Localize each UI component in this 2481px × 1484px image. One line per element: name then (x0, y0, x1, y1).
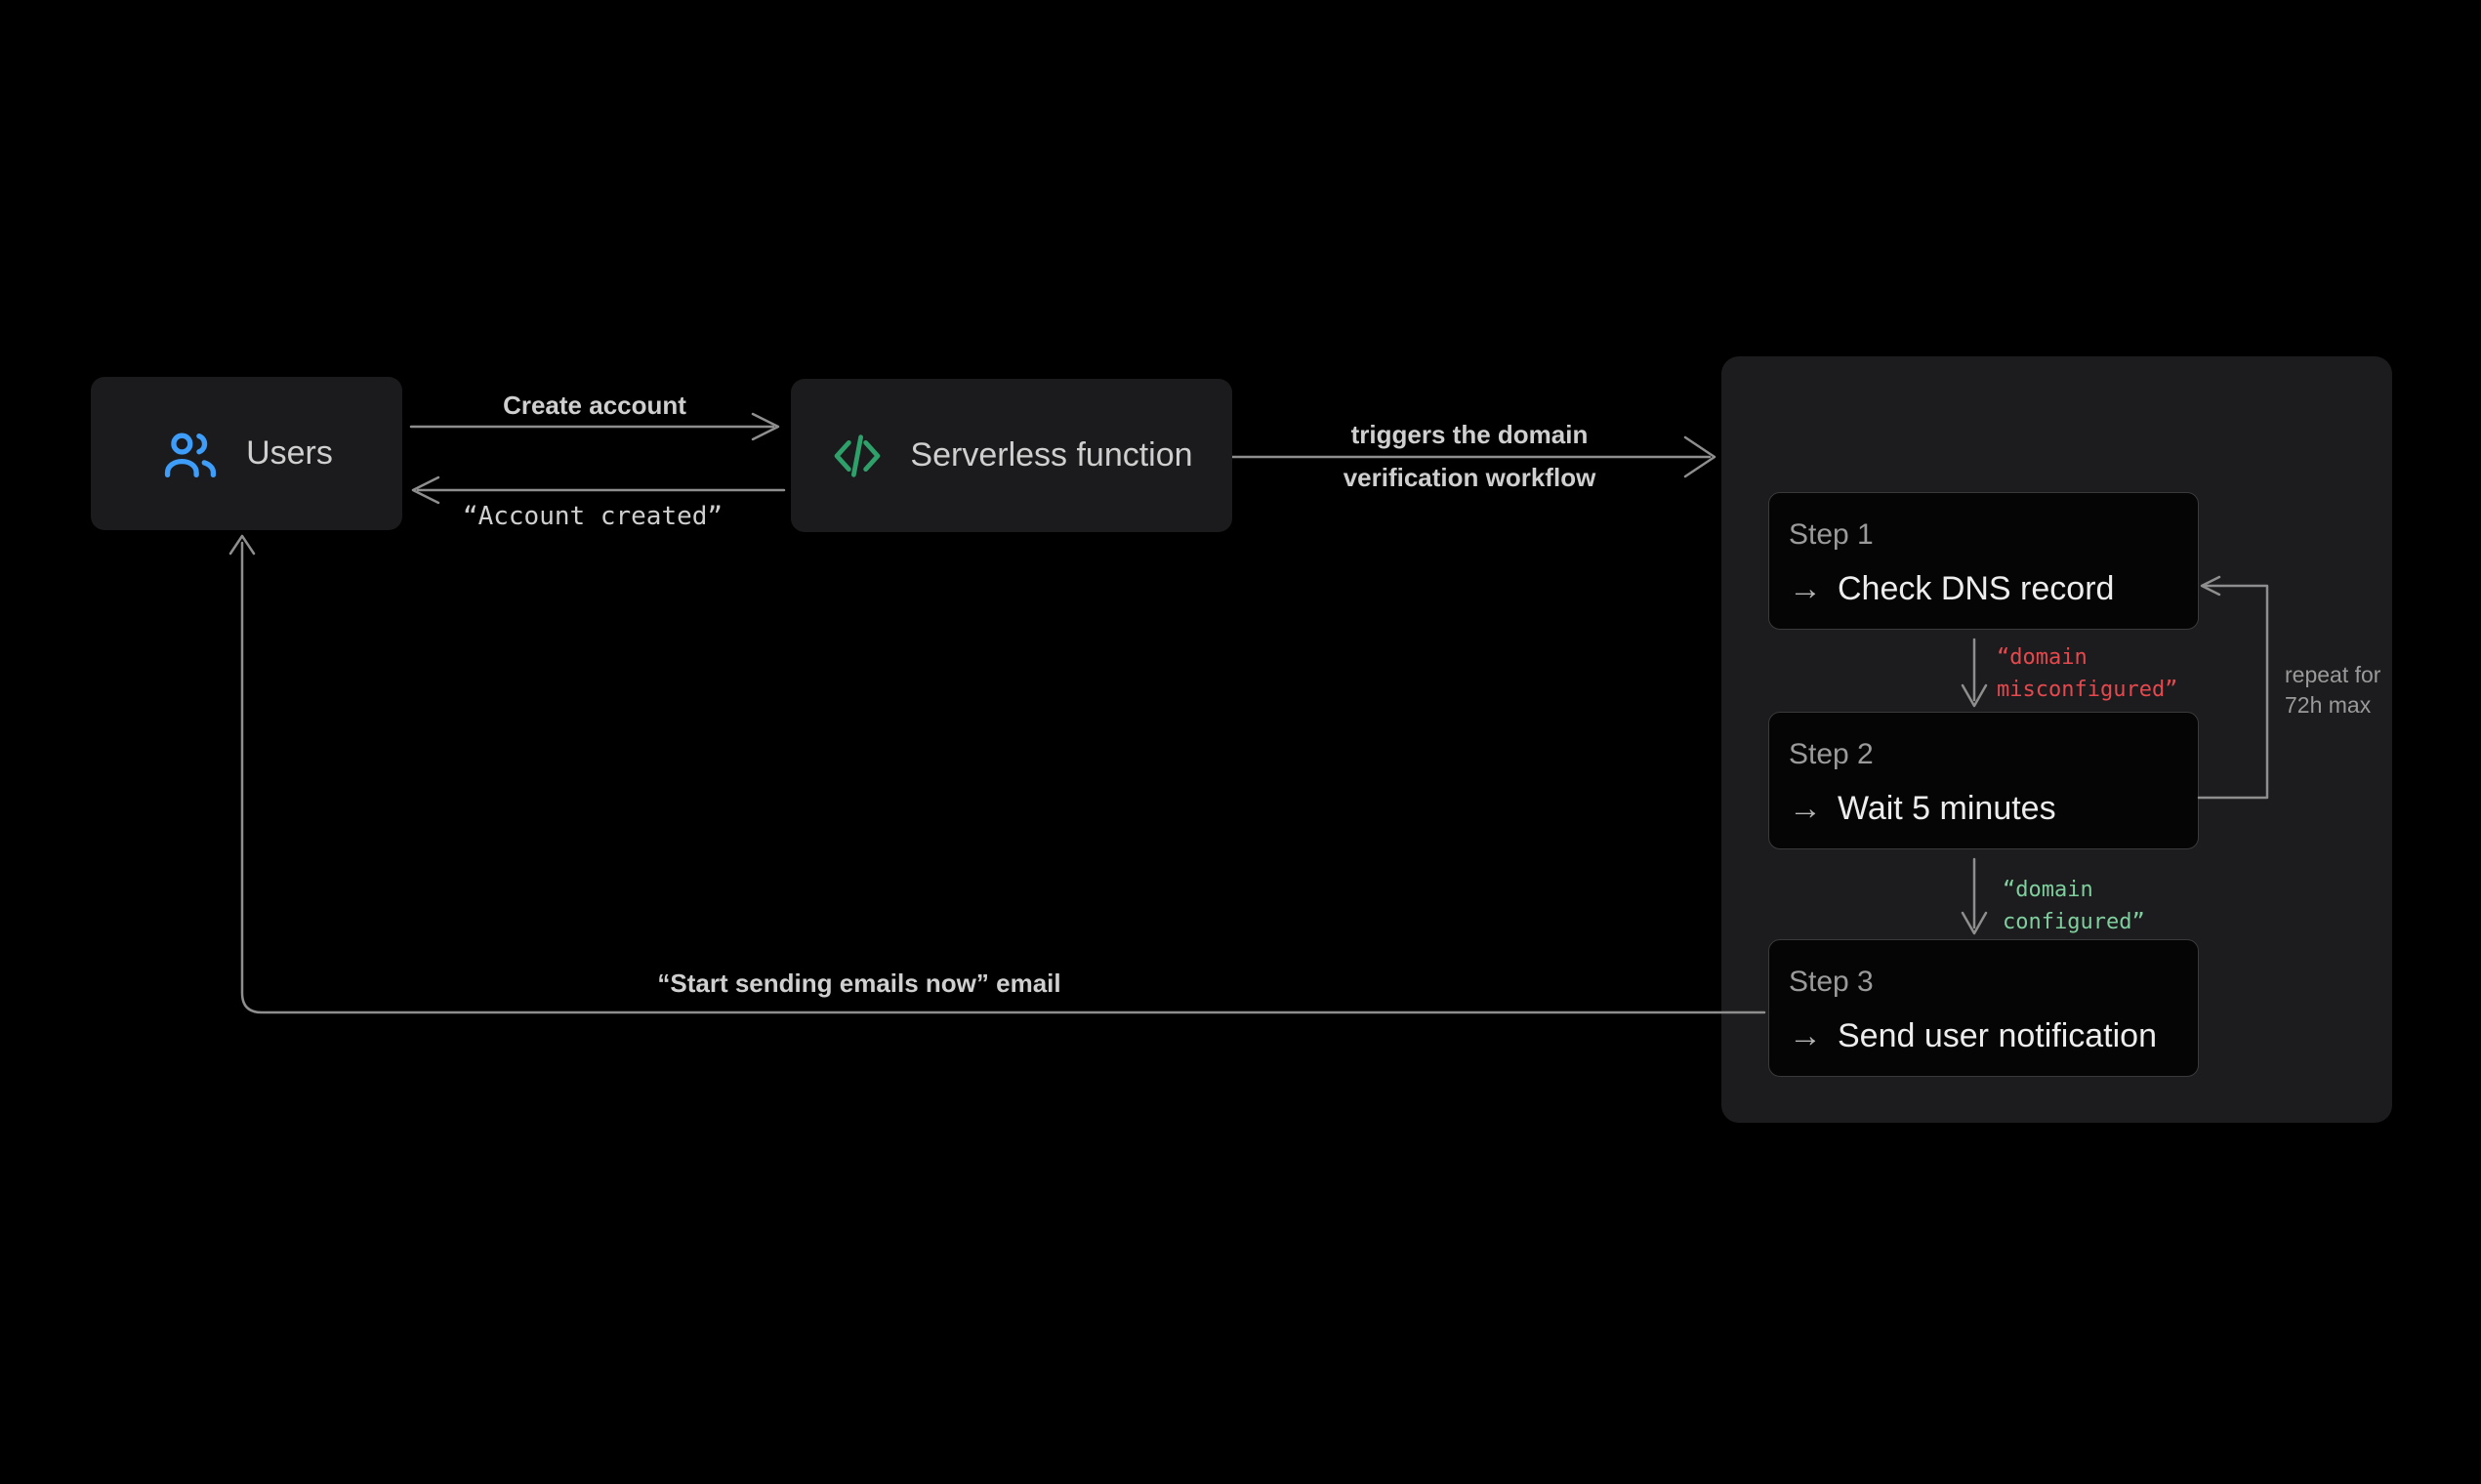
domain-misconfigured-line2: misconfigured” (1997, 678, 2178, 702)
durable-function-container: Durable Function Step 1 → Check DNS reco… (1721, 356, 2392, 1123)
edge-triggers-workflow-arrow (1230, 435, 1716, 478)
step-2-action-text: Wait 5 minutes (1838, 790, 2056, 827)
domain-configured-line1: “domain (2003, 878, 2093, 902)
node-serverless: Serverless function (791, 379, 1232, 532)
arrow-right-icon: → (1789, 570, 1822, 607)
step-1-box: Step 1 → Check DNS record (1768, 492, 2199, 630)
domain-misconfigured-line1: “domain (1997, 645, 2088, 670)
node-users: Users (91, 377, 402, 530)
step-2-box: Step 2 → Wait 5 minutes (1768, 712, 2199, 849)
start-sending-email-label: “Start sending emails now” email (657, 969, 1061, 998)
step-3-action-text: Send user notification (1838, 1017, 2157, 1054)
arrow-right-icon: → (1789, 1017, 1822, 1054)
edge-step2-to-step3-arrow (1961, 857, 1988, 935)
edge-create-account-arrow (409, 412, 780, 441)
edge-account-created-arrow (411, 475, 786, 505)
users-label: Users (246, 434, 333, 472)
repeat-loop-label: repeat for 72h max (2285, 660, 2380, 721)
step-2-label: Step 2 (1789, 738, 1874, 770)
repeat-loop-line1: repeat for (2285, 662, 2381, 687)
step-1-action-text: Check DNS record (1838, 570, 2115, 607)
triggers-edge-label-line2: verification workflow (1343, 463, 1596, 492)
users-icon (165, 432, 217, 477)
domain-misconfigured-label: “domain misconfigured” (1997, 641, 2177, 706)
step-3-label: Step 3 (1789, 966, 1874, 998)
step-3-box: Step 3 → Send user notification (1768, 939, 2199, 1077)
domain-configured-line2: configured” (2003, 910, 2145, 934)
create-account-edge-label: Create account (503, 391, 686, 420)
edge-step1-to-step2-arrow (1961, 638, 1988, 708)
code-icon (835, 433, 881, 477)
step-2-action: → Wait 5 minutes (1789, 787, 2198, 830)
step-1-action: → Check DNS record (1789, 567, 2198, 610)
arrow-right-icon: → (1789, 790, 1822, 827)
account-created-edge-label: “Account created” (462, 502, 724, 531)
repeat-loop-line2: 72h max (2285, 692, 2372, 718)
domain-configured-label: “domain configured” (2003, 874, 2145, 938)
step-1-label: Step 1 (1789, 518, 1874, 551)
edge-repeat-loop-arrow (2197, 575, 2269, 800)
triggers-edge-label-line1: triggers the domain (1350, 420, 1589, 449)
step-3-action: → Send user notification (1789, 1014, 2198, 1057)
serverless-function-label: Serverless function (910, 436, 1193, 474)
edge-start-sending-email-arrow (228, 534, 1766, 1014)
